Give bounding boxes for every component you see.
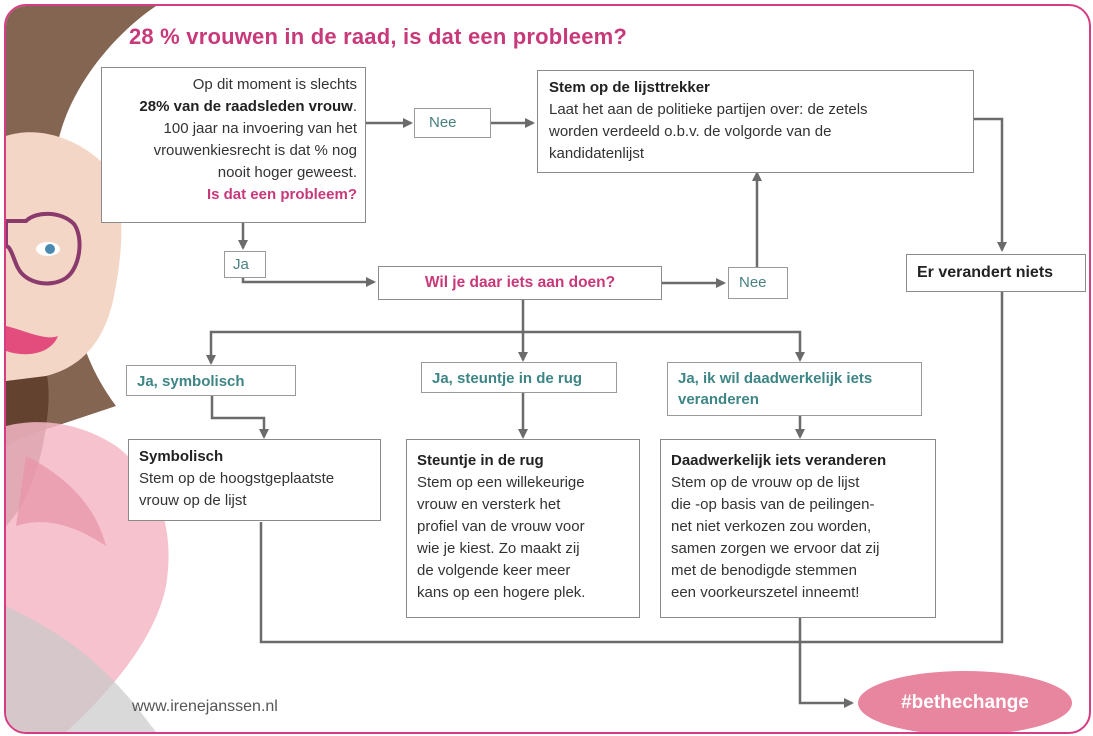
start-line-2: 28% van de raadsleden vrouw. [110, 96, 357, 118]
result-daadwerkelijk-line-5: met de benodigde stemmen [671, 562, 857, 579]
start-question-box: Op dit moment is slechts 28% van de raad… [101, 67, 366, 223]
start-line-2-tail: . [352, 98, 357, 115]
start-line-1: Op dit moment is slechts [192, 76, 357, 93]
arrow-symbolisch-to-result [210, 395, 269, 439]
start-question: Is dat een probleem? [206, 186, 357, 203]
lijsttrekker-box: Stem op de lijsttrekker Laat het aan de … [537, 70, 974, 173]
result-steuntje-line-1: Stem op een willekeurige [417, 474, 585, 491]
arrow-question-split [206, 299, 525, 365]
result-steuntje-line-2: vrouw en versterk het [417, 496, 561, 513]
lijsttrekker-line-1: Laat het aan de politieke partijen over:… [549, 101, 868, 118]
choice-daadwerkelijk-line-1: Ja, ik wil daadwerkelijk iets [678, 370, 873, 387]
nee-label-top: Nee [414, 108, 491, 138]
start-line-4: vrouwenkiesrecht is dat % nog [153, 142, 357, 159]
result-symbolisch-box: Symbolisch Stem op de hoogstgeplaatste v… [128, 439, 381, 521]
arrow-split-to-daadwerkelijk [523, 330, 805, 362]
start-line-3: 100 jaar na invoering van het [163, 120, 357, 137]
shoulder-shape [6, 606, 156, 732]
choice-steuntje: Ja, steuntje in de rug [421, 362, 617, 393]
woman-illustration [6, 6, 169, 732]
result-symbolisch-line-2: vrouw op de lijst [139, 492, 247, 509]
start-line-2-bold: 28% van de raadsleden vrouw [139, 98, 353, 115]
nee-label-middle: Nee [728, 267, 788, 299]
result-steuntje-line-3: profiel van de vrouw voor [417, 518, 585, 535]
result-steuntje-heading: Steuntje in de rug [417, 452, 544, 469]
result-steuntje-line-5: de volgende keer meer [417, 562, 571, 579]
result-steuntje-box: Steuntje in de rug Stem op een willekeur… [406, 439, 640, 618]
result-daadwerkelijk-box: Daadwerkelijk iets veranderen Stem op de… [660, 439, 936, 618]
result-symbolisch-line-1: Stem op de hoogstgeplaatste [139, 470, 335, 487]
result-daadwerkelijk-line-3: net niet verkozen zou worden, [671, 518, 872, 535]
choice-daadwerkelijk: Ja, ik wil daadwerkelijk iets veranderen [667, 362, 922, 416]
choice-daadwerkelijk-line-2: veranderen [678, 391, 759, 408]
arrow-change-to-hashtag [798, 618, 854, 708]
scarf-fold [16, 456, 106, 546]
result-steuntje-line-6: kans op een hogere plek. [417, 584, 586, 601]
result-daadwerkelijk-line-6: een voorkeurszetel inneemt! [671, 584, 860, 601]
infographic-frame: 28 % vrouwen in de raad, is dat een prob… [4, 4, 1091, 734]
lijsttrekker-heading: Stem op de lijsttrekker [549, 79, 710, 96]
arrow-symbolisch-to-outcome [259, 282, 1007, 644]
arrow-ja-to-question [241, 277, 376, 287]
lijsttrekker-line-3: kandidatenlijst [549, 145, 645, 162]
result-steuntje-line-4: wie je kiest. Zo maakt zij [417, 540, 580, 557]
arrow-lijsttrekker-to-outcome [974, 117, 1007, 252]
page-title: 28 % vrouwen in de raad, is dat een prob… [129, 24, 628, 49]
action-question-box: Wil je daar iets aan doen? [378, 266, 662, 300]
ja-label: Ja [224, 251, 266, 278]
flow-connectors [206, 117, 1007, 708]
iris-shape [45, 244, 55, 254]
mouth-shape [6, 326, 58, 355]
result-daadwerkelijk-heading: Daadwerkelijk iets veranderen [671, 452, 887, 469]
face-shape [6, 132, 122, 381]
result-symbolisch-heading: Symbolisch [139, 448, 224, 465]
result-daadwerkelijk-line-4: samen zorgen we ervoor dat zij [671, 540, 880, 557]
website-url: www.irenejanssen.nl [132, 698, 278, 715]
start-line-5: nooit hoger geweest. [217, 164, 357, 181]
choice-symbolisch: Ja, symbolisch [126, 365, 296, 396]
lijsttrekker-line-2: worden verdeeld o.b.v. de volgorde van d… [549, 123, 832, 140]
outcome-box: Er verandert niets [906, 254, 1086, 292]
glasses-shape [6, 211, 82, 286]
result-daadwerkelijk-line-1: Stem op de vrouw op de lijst [671, 474, 860, 491]
hashtag-badge: #bethechange [858, 671, 1072, 732]
result-daadwerkelijk-line-2: die -op basis van de peilingen- [671, 496, 875, 513]
